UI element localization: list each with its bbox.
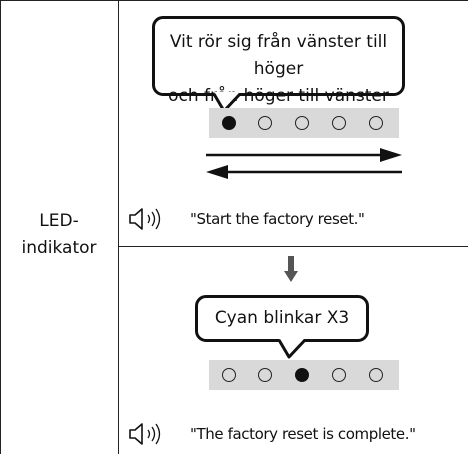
- top-led-2: [258, 116, 272, 130]
- bottom-led-2: [258, 368, 272, 382]
- top-led-1: [222, 116, 236, 130]
- arrow-right-icon: [206, 148, 402, 162]
- arrow-left-icon: [206, 165, 402, 179]
- top-speech-bubble: Vit rör sig från vänster till höger och …: [152, 16, 405, 106]
- table-top-border: [0, 0, 468, 1]
- row-label-line-2: indikator: [21, 238, 97, 258]
- bottom-speech-bubble: Cyan blinkar X3: [195, 295, 369, 342]
- bottom-bubble-tail: [277, 338, 307, 359]
- arrow-down-icon: [284, 256, 298, 282]
- top-led-3: [295, 116, 309, 130]
- bottom-bubble-text: Cyan blinkar X3: [214, 308, 350, 328]
- row-label: LED- indikator: [0, 208, 118, 262]
- top-led-5: [369, 116, 383, 130]
- row-label-line-1: LED-: [39, 211, 79, 231]
- bottom-led-4: [332, 368, 346, 382]
- bottom-led-strip: [209, 360, 399, 390]
- bottom-led-1: [222, 368, 236, 382]
- top-voice-prompt: "Start the factory reset.": [190, 210, 365, 228]
- top-bubble-line-1: Vit rör sig från vänster till höger: [169, 32, 388, 79]
- bottom-led-5: [369, 368, 383, 382]
- bottom-led-3: [295, 368, 309, 382]
- table-row-divider: [118, 246, 468, 247]
- table-left-border: [0, 0, 1, 454]
- top-bubble-line-2: och från höger till vänster: [168, 86, 389, 106]
- top-led-strip: [209, 108, 399, 138]
- speaker-sound-icon: [129, 423, 161, 445]
- table-column-divider: [118, 0, 119, 454]
- speaker-sound-icon: [129, 208, 161, 230]
- top-led-4: [332, 116, 346, 130]
- bottom-voice-prompt: "The factory reset is complete.": [190, 425, 416, 443]
